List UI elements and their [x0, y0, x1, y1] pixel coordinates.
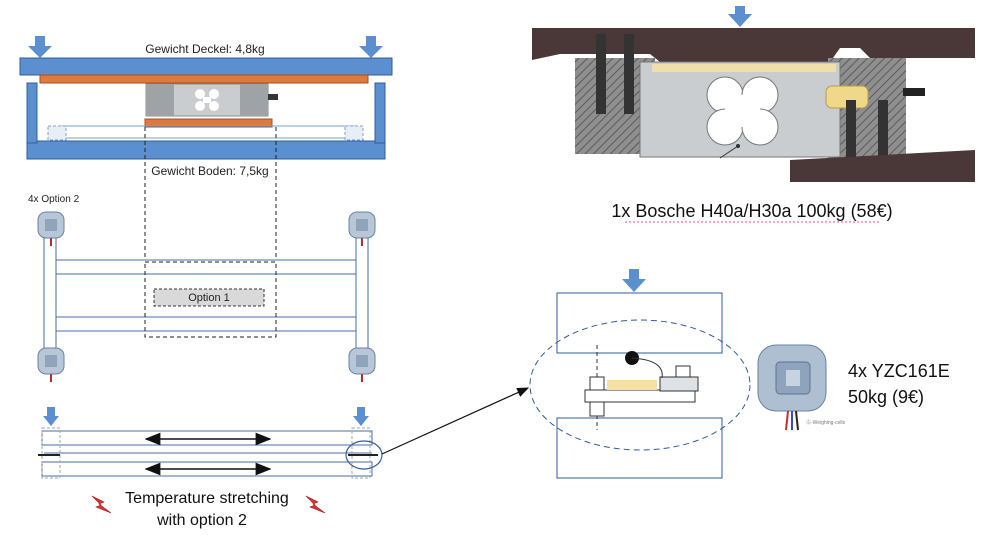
- detail-circle: [345, 440, 383, 470]
- down-arrow-icon: [353, 407, 369, 426]
- top-view: 4x Option 2 Option 1: [28, 194, 376, 382]
- floor-plate: [26, 140, 386, 160]
- bosche-caption: 1x Bosche H40a/H30a 100kg (58€): [611, 201, 892, 221]
- right-wall: [374, 82, 386, 144]
- detail-bar: [584, 389, 696, 403]
- stretch-view: Temperature stretching with option 2: [38, 387, 530, 529]
- lid-plate: [19, 57, 393, 76]
- bosche-section: 1x Bosche H40a/H30a 100kg (58€): [532, 6, 975, 223]
- yzc-line1: 4x YZC161E: [848, 361, 950, 381]
- detail-view: [529, 269, 751, 479]
- detail-upper-plate: [556, 292, 723, 354]
- floor-orange-strip: [144, 118, 273, 128]
- lightning-icon: [305, 495, 326, 514]
- lid-orange-strip: [39, 74, 369, 84]
- yzc-watermark: Ⓢ·Weighing·cells: [806, 419, 846, 426]
- side-view: Gewicht Deckel: 4,8kg Gewicht Boden: 7,5…: [19, 36, 393, 262]
- yzc-photo: Ⓢ·Weighing·cells 4x YZC161E 50kg (9€): [757, 344, 950, 431]
- temperature-label-line1: Temperature stretching: [125, 490, 289, 507]
- detail-ellipse: [529, 319, 751, 451]
- yzc-sensor-icon: [348, 211, 376, 246]
- bottom-plate: [790, 150, 975, 182]
- down-arrow-icon: [622, 269, 646, 292]
- option1-box: [153, 288, 265, 307]
- left-wall: [26, 82, 38, 144]
- yzc-sensor-icon: [37, 347, 65, 382]
- yzc-sensor-icon: [348, 347, 376, 382]
- option1-label: Option 1: [188, 292, 230, 304]
- down-arrow-icon: [728, 6, 752, 27]
- down-arrow-icon: [28, 36, 52, 58]
- detail-lower-plate: [556, 417, 723, 479]
- yzc-line2: 50kg (9€): [848, 387, 924, 407]
- load-cell-image: [145, 83, 278, 117]
- option2-count-label: 4x Option 2: [28, 194, 80, 205]
- down-arrow-icon: [43, 407, 59, 426]
- yzc-sensor-icon: [37, 211, 65, 246]
- weight-lid-label: Gewicht Deckel: 4,8kg: [145, 42, 264, 56]
- down-arrow-icon: [359, 36, 383, 58]
- temperature-label-line2: with option 2: [156, 512, 247, 529]
- lightning-icon: [91, 495, 112, 514]
- pointer-arrow: [381, 387, 530, 455]
- top-plate: [532, 28, 975, 62]
- weight-floor-label: Gewicht Boden: 7,5kg: [151, 164, 268, 178]
